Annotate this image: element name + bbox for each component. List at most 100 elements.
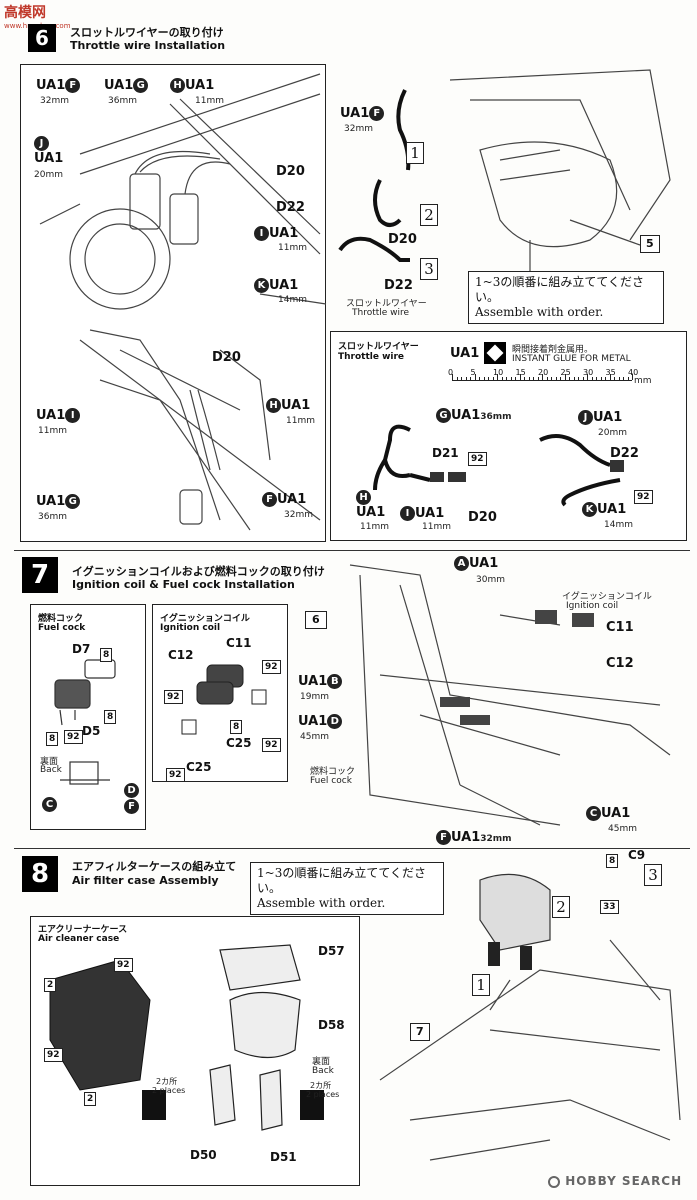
ruler-tick: [591, 377, 593, 380]
ruler-tick-label: 35: [605, 368, 616, 377]
divider-7-8: [14, 848, 690, 849]
marker-h-icon: H: [266, 398, 281, 413]
glue-code: UA1: [450, 346, 480, 361]
ruler-tick: [524, 377, 525, 380]
ruler-tick-label: 0: [448, 368, 454, 377]
ruler-tick: [623, 377, 624, 380]
hobby-search-logo: HOBBY SEARCH: [548, 1174, 682, 1188]
step-7-title-jp: イグニッションコイルおよび燃料コックの取り付け: [72, 565, 325, 578]
label-d22-box: D22: [610, 446, 639, 461]
marker-g-icon: G: [436, 408, 451, 423]
marker-i-icon: I: [254, 226, 269, 241]
ruler-tick: [506, 377, 507, 380]
label-d21: D21: [432, 446, 459, 460]
ruler-tick: [564, 374, 566, 380]
ruler-tick-label: 25: [560, 368, 571, 377]
ruler-tick: [627, 377, 629, 380]
ruler-tick: [528, 377, 530, 380]
marker-j-icon: J: [578, 410, 593, 425]
marker-f-icon: F: [262, 492, 277, 507]
ruler-tick: [519, 374, 521, 380]
marker-j-icon: J: [34, 136, 49, 151]
ruler-tick: [542, 374, 543, 380]
marker-f-icon: F: [124, 799, 139, 814]
order-marker-1: 1: [406, 142, 424, 164]
ruler-tick: [479, 377, 480, 380]
ruler-tick: [600, 377, 602, 380]
marker-h-icon: H: [356, 490, 371, 505]
wire-parts-illustration: [373, 424, 624, 507]
ruler-tick: [578, 377, 579, 380]
ruler-tick: [569, 377, 570, 380]
step-8-title-en: Air filter case Assembly: [72, 874, 219, 887]
ruler-tick-label: 10: [493, 368, 504, 377]
ruler-tick-label: 20: [538, 368, 549, 377]
glue-diamond-icon: [484, 342, 506, 364]
marker-i-icon: I: [65, 408, 81, 423]
fuel-cock-box: [30, 604, 146, 830]
step6-upper-diagram: [20, 64, 326, 542]
engine-frame-lower-illustration: [79, 329, 321, 531]
ruler-tick: [618, 377, 620, 380]
glue-text-en: INSTANT GLUE FOR METAL: [512, 354, 631, 364]
ruler-tick: [537, 377, 539, 380]
frame-step7-illustration: [349, 564, 671, 826]
ref-step-7: 7: [410, 1020, 430, 1041]
ruler-tick: [632, 374, 633, 380]
ruler-tick: [614, 377, 615, 380]
ruler-tick: [497, 374, 498, 380]
marker-h-icon: H: [170, 78, 185, 93]
marker-d-icon: D: [327, 714, 343, 729]
label-d20-right: D20: [388, 232, 417, 247]
marker-b-icon: B: [327, 674, 343, 689]
ruler-tick: [488, 377, 489, 380]
ruler-tick-label: 5: [470, 368, 476, 377]
label-d20-upper: D20: [276, 164, 305, 179]
ruler-tick: [483, 377, 485, 380]
ruler-tick: [474, 374, 476, 380]
ruler-tick: [546, 377, 548, 380]
ruler-tick: [587, 374, 588, 380]
throttle-wire-en: Throttle wire: [352, 308, 410, 318]
throttle-wire-jp: スロットルワイヤー: [346, 299, 427, 309]
glue-text-jp: 瞬間接着剤金属用。: [512, 345, 594, 355]
step-6-number: 6: [28, 24, 56, 52]
marker-a-icon: A: [454, 556, 469, 571]
order-marker-3: 3: [420, 258, 438, 280]
ruler-tick: [492, 377, 494, 380]
marker-c-icon: C: [586, 806, 601, 821]
ruler-tick: [470, 377, 471, 380]
marker-i-icon: I: [400, 506, 415, 521]
part-92-b: 92: [634, 484, 653, 504]
ruler-tick: [560, 377, 561, 380]
ruler-tick: [510, 377, 512, 380]
order-marker-2: 2: [420, 204, 438, 226]
logo-mark-icon: [548, 1175, 560, 1188]
ruler-tick: [609, 374, 611, 380]
ruler-tick: [551, 377, 552, 380]
ref-step-6: 6: [305, 608, 327, 629]
wire-box-title-jp: スロットルワイヤー: [338, 342, 419, 352]
engine-frame-upper-illustration: [39, 73, 327, 310]
divider-6-7: [14, 550, 690, 551]
step-8-number: 8: [22, 856, 58, 892]
ruler-tick-label: 15: [515, 368, 526, 377]
ignition-coil-illustration: [181, 664, 267, 735]
ruler-tick: [515, 377, 516, 380]
marker-k-icon: K: [582, 502, 597, 517]
marker-f-icon: F: [65, 78, 81, 93]
step-8-title-jp: エアフィルターケースの組み立て: [72, 860, 237, 873]
marker-g-icon: G: [65, 494, 81, 509]
